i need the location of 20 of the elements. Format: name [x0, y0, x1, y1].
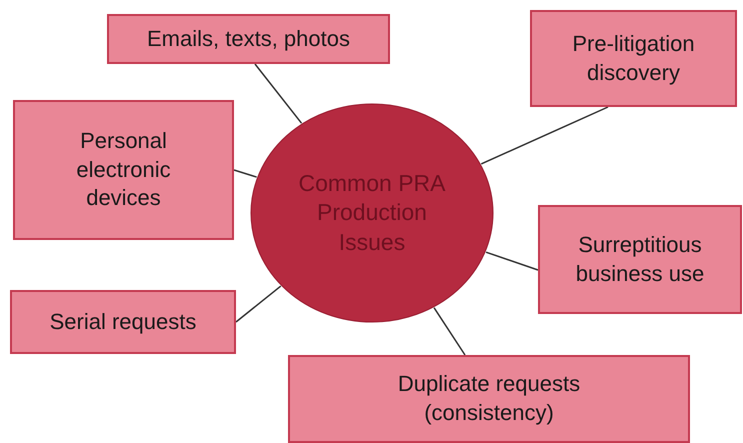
node-text: Personal electronic devices [75, 127, 172, 212]
issue-box [13, 100, 234, 240]
connector-line [433, 307, 466, 356]
node-text: Common PRA Production Issues [298, 169, 446, 257]
connector-line [486, 251, 538, 271]
issue-box [107, 14, 390, 64]
connector-line [480, 106, 608, 165]
issue-box [10, 290, 236, 354]
issue-box [288, 355, 690, 443]
connector-line [236, 286, 282, 323]
connector-line [234, 169, 257, 178]
node-text: Serial requests [50, 308, 196, 336]
node-text: Emails, texts, photos [147, 24, 350, 53]
issue-box [530, 10, 737, 107]
node-text: Surreptitious business use [574, 230, 706, 288]
node-text: Pre-litigation discovery [571, 30, 696, 87]
connector-line [254, 64, 302, 124]
node-text: Duplicate requests (consistency) [396, 370, 582, 427]
issue-box [538, 205, 742, 314]
topic-circle [250, 103, 494, 323]
